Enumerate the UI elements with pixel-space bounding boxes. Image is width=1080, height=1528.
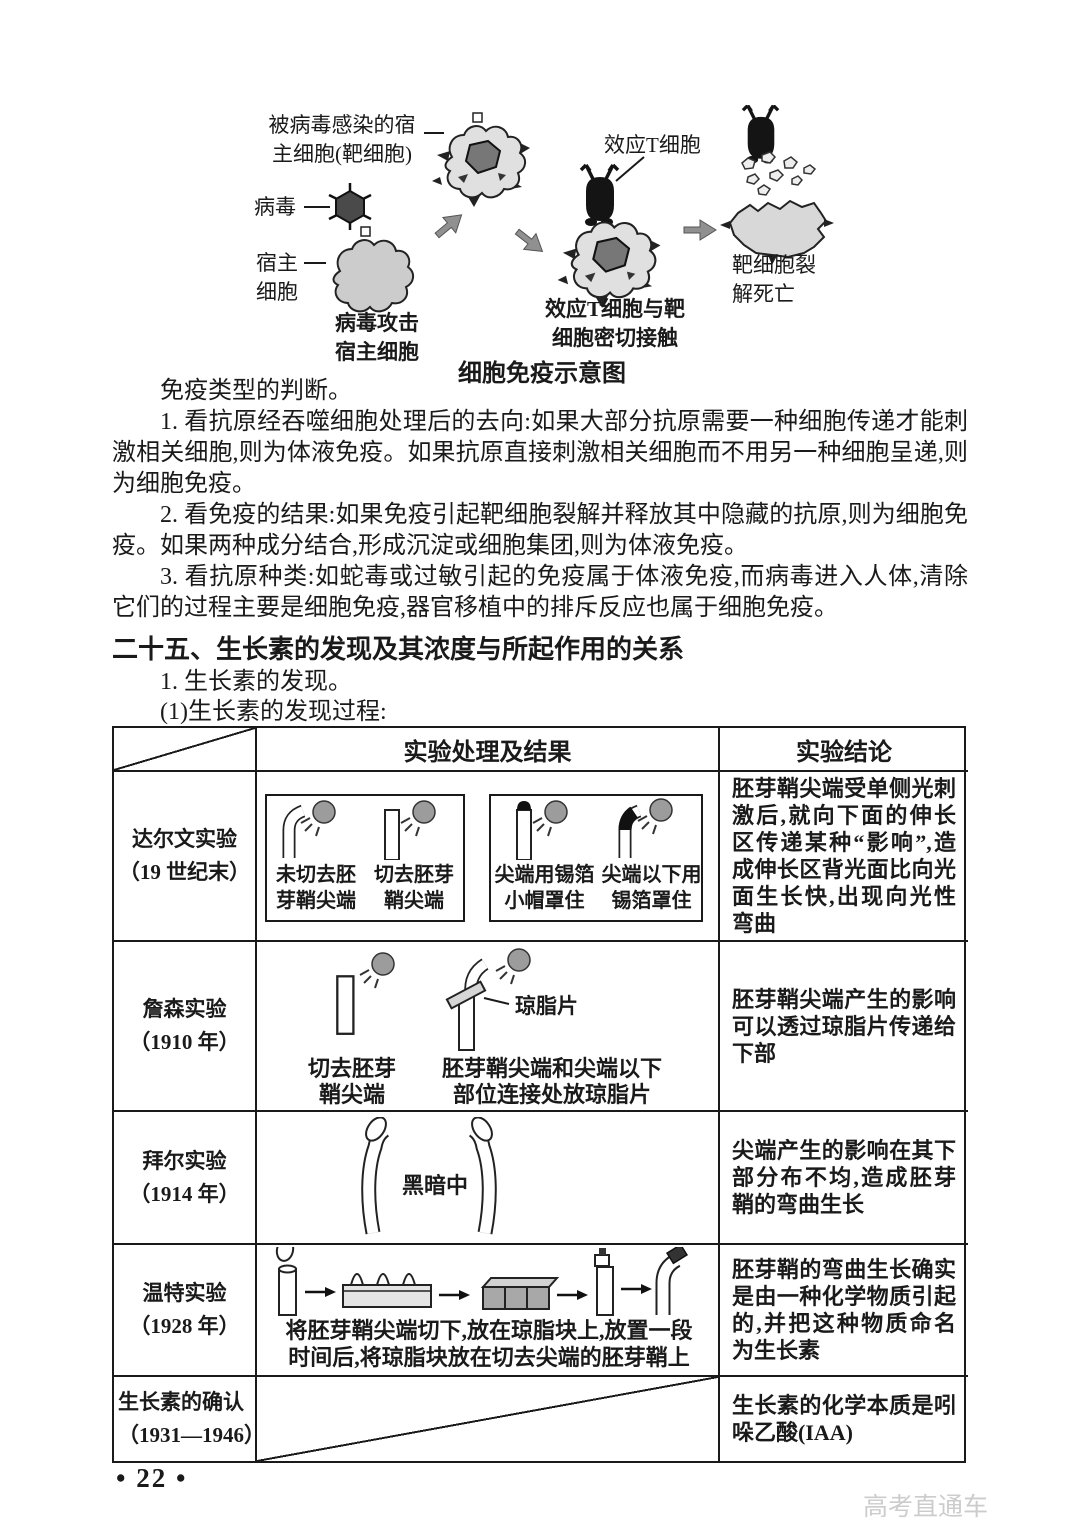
host-cell-label: 宿主 细胞 bbox=[256, 251, 298, 304]
coleoptile-base-covered-icon bbox=[613, 798, 673, 860]
row-darwin-treatment: 未切去胚 芽鞘尖端 切去胚芽 鞘尖端 尖端用锡箔 小帽罩住 尖端以下用 锡箔罩住 bbox=[257, 772, 720, 942]
jansen-agar-icon bbox=[445, 948, 531, 1051]
agar-slice-label: 琼脂片 bbox=[515, 994, 578, 1018]
darwin-fig1-label: 未切去胚 芽鞘尖端 bbox=[276, 864, 356, 912]
contact-label: 效应T细胞与靶 细胞密切接触 bbox=[544, 297, 685, 350]
virus-label: 病毒 bbox=[254, 195, 296, 219]
diagram-caption: 细胞免疫示意图 bbox=[458, 361, 626, 387]
watermark: 高考直通车 bbox=[863, 1493, 989, 1521]
cell-immunity-figure bbox=[304, 105, 834, 313]
row-jansen-name: 詹森实验 （1910 年） bbox=[114, 942, 257, 1112]
section-sub-sub-heading: (1)生长素的发现过程: bbox=[160, 699, 387, 725]
bayer-coleoptile-right-icon bbox=[468, 1117, 497, 1235]
coleoptile-tip-removed-icon bbox=[384, 800, 436, 860]
auxin-experiment-table: 实验处理及结果 实验结论 达尔文实验 （19 世纪末） 未切去胚 芽鞘尖端 切去… bbox=[112, 726, 968, 1463]
virus-icon bbox=[327, 181, 373, 232]
row-went-treatment: 将胚芽鞘尖端切下,放在琼脂块上,放置一段 时间后,将琼脂块放在切去尖端的胚芽鞘上 bbox=[257, 1245, 720, 1377]
jansen-fig2-label: 胚芽鞘尖端和尖端以下 部位连接处放琼脂片 bbox=[441, 1056, 662, 1107]
lysis-label: 靶细胞裂 解死亡 bbox=[732, 253, 816, 306]
row-darwin-name: 达尔文实验 （19 世纪末） bbox=[114, 772, 257, 942]
bayer-coleoptile-left-icon bbox=[361, 1117, 390, 1235]
infected-cell-label: 被病毒感染的宿 主细胞(靶细胞) bbox=[268, 113, 416, 166]
row-bayer-conclusion: 尖端产生的影响在其下部分布不均,造成胚芽鞘的弯曲生长 bbox=[720, 1112, 968, 1245]
went-caption: 将胚芽鞘尖端切下,放在琼脂块上,放置一段 时间后,将琼脂块放在切去尖端的胚芽鞘上 bbox=[285, 1318, 693, 1370]
immunity-judgment-text: 免疫类型的判断。 1. 看抗原经吞噬细胞处理后的去向:如果大部分抗原需要一种细胞… bbox=[112, 376, 968, 624]
darwin-fig3-label: 尖端用锡箔 小帽罩住 bbox=[494, 864, 595, 912]
arrow-up-right bbox=[430, 206, 469, 244]
table-header-treatment: 实验处理及结果 bbox=[257, 728, 720, 772]
row-confirm-name: 生长素的确认 （1931—1946） bbox=[114, 1377, 265, 1461]
coleoptile-intact-icon bbox=[277, 800, 336, 860]
jansen-cut-tip-icon bbox=[336, 952, 395, 1035]
darwin-box-2: 尖端用锡箔 小帽罩住 尖端以下用 锡箔罩住 bbox=[489, 794, 703, 922]
cell-fragments-icon bbox=[741, 151, 817, 196]
arrow-down-right bbox=[510, 223, 550, 260]
lysed-cell-icon bbox=[720, 199, 834, 265]
table-header-corner bbox=[114, 728, 257, 772]
judgment-point-1: 1. 看抗原经吞噬细胞处理后的去向:如果大部分抗原需要一种细胞传递才能刺激相关细… bbox=[112, 409, 968, 497]
cell-immunity-diagram: 被病毒感染的宿 主细胞(靶细胞) 病毒 宿主 细胞 病毒攻击 宿主细胞 效应T细… bbox=[0, 105, 1080, 395]
row-bayer-treatment: 黑暗中 bbox=[257, 1112, 720, 1245]
table-header-conclusion: 实验结论 bbox=[720, 728, 968, 772]
went-sequence-icon bbox=[275, 1247, 688, 1316]
arrow-right bbox=[683, 219, 717, 241]
judgment-point-2: 2. 看免疫的结果:如果免疫引起靶细胞裂解并释放其中隐藏的抗原,则为细胞免疫。如… bbox=[112, 502, 968, 559]
row-bayer-name: 拜尔实验 （1914 年） bbox=[114, 1112, 257, 1245]
effector-t-label: 效应T细胞 bbox=[604, 133, 701, 157]
darwin-fig4-label: 尖端以下用 锡箔罩住 bbox=[601, 864, 702, 912]
row-went-conclusion: 胚芽鞘的弯曲生长确实是由一种化学物质引起的,并把这种物质命名为生长素 bbox=[720, 1245, 968, 1377]
infected-host-cell-icon bbox=[432, 112, 530, 207]
section-heading: 二十五、生长素的发现及其浓度与所起作用的关系 bbox=[112, 635, 685, 664]
judgment-point-3: 3. 看抗原种类:如蛇毒或过敏引起的免疫属于体液免疫,而病毒进入人体,清除它们的… bbox=[112, 564, 968, 621]
row-jansen-treatment: 琼脂片 切去胚芽 鞘尖端 胚芽鞘尖端和尖端以下 部位连接处放琼脂片 bbox=[257, 942, 720, 1112]
row-jansen-conclusion: 胚芽鞘尖端产生的影响可以透过琼脂片传递给下部 bbox=[720, 942, 968, 1112]
row-confirm-treatment-empty bbox=[257, 1377, 720, 1461]
target-cell-icon bbox=[557, 221, 661, 308]
bayer-dark-label: 黑暗中 bbox=[401, 1173, 468, 1198]
darwin-box-1: 未切去胚 芽鞘尖端 切去胚芽 鞘尖端 bbox=[265, 794, 465, 922]
row-confirm-conclusion: 生长素的化学本质是吲哚乙酸(IAA) bbox=[732, 1393, 956, 1445]
leader-lines bbox=[304, 132, 645, 264]
virus-attack-label: 病毒攻击 宿主细胞 bbox=[335, 311, 419, 364]
judgment-intro: 免疫类型的判断。 bbox=[160, 378, 352, 404]
jansen-fig1-label: 切去胚芽 鞘尖端 bbox=[307, 1056, 396, 1107]
row-went-name: 温特实验 （1928 年） bbox=[114, 1245, 257, 1377]
darwin-fig2-label: 切去胚芽 鞘尖端 bbox=[374, 864, 454, 912]
page-number: • 22 • bbox=[116, 1463, 188, 1493]
effector-t-cell-icon bbox=[579, 163, 620, 228]
coleoptile-tip-capped-icon bbox=[516, 800, 568, 860]
row-darwin-conclusion: 胚芽鞘尖端受单侧光刺激后,就向下面的伸长区传递某种“影响”,造成伸长区背光面比向… bbox=[720, 772, 968, 942]
host-cell-icon bbox=[332, 226, 415, 313]
section-sub-heading: 1. 生长素的发现。 bbox=[160, 669, 352, 695]
